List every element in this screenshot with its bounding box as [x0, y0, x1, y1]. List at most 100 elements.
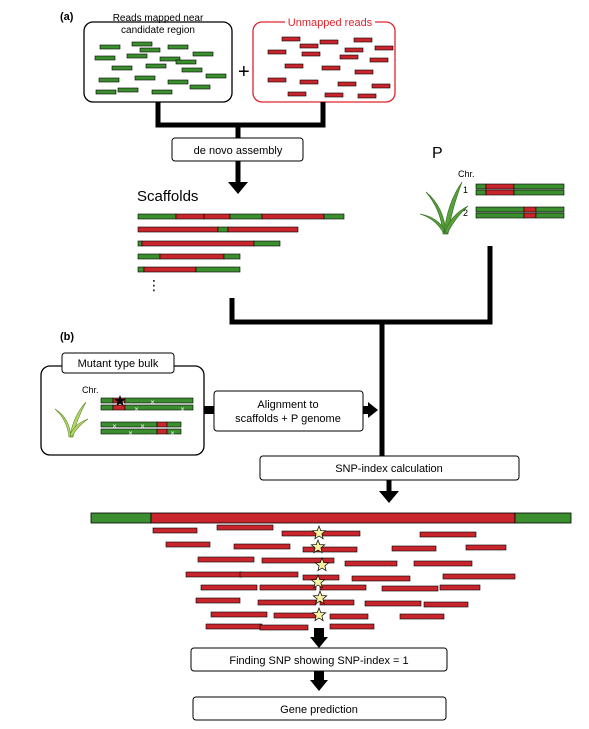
mutant-chromosome-segment — [166, 421, 182, 428]
unmapped-read — [344, 47, 364, 53]
alignment-step-line1: Alignment to — [257, 399, 318, 411]
scaffold-segment — [137, 253, 161, 260]
mutant-chromosome-segment — [100, 421, 158, 428]
unmapped-read — [267, 77, 287, 83]
bulk-to-alignment-connector — [204, 406, 216, 414]
parent-label: P — [432, 145, 443, 162]
unmapped-read — [299, 79, 319, 85]
aligned-read — [259, 624, 309, 631]
parent-chr2-label: 2 — [463, 208, 468, 218]
aligned-read — [197, 556, 255, 563]
mutation-star-icon — [114, 395, 126, 406]
panel-a-label: (a) — [60, 11, 74, 23]
snp-star-icon — [310, 539, 326, 554]
aligned-read — [423, 601, 469, 608]
parent-chromosome-segment — [535, 212, 565, 219]
unmapped-read — [301, 51, 321, 57]
unmapped-reads-cluster — [267, 36, 394, 99]
scaffold-segment — [141, 240, 255, 247]
snp-marker-icon: × — [170, 430, 175, 437]
unmapped-read — [287, 91, 307, 97]
aligned-read — [442, 573, 516, 580]
parent-chromosome-segment — [475, 183, 487, 190]
mapped-read — [192, 51, 214, 57]
mapped-read — [126, 53, 148, 59]
alignment-arrow-head — [368, 402, 378, 418]
parent-chromosome-segment — [513, 189, 565, 196]
mapped-read — [145, 63, 167, 69]
gene-arrow-shaft — [314, 671, 324, 681]
aligned-read — [351, 575, 411, 582]
unmapped-read — [353, 37, 373, 43]
alignment-step-line2: scaffolds + P genome — [235, 413, 341, 425]
scaffold-segment — [217, 226, 229, 233]
join-connector — [229, 246, 493, 456]
aligned-read — [439, 584, 481, 591]
mutant-chromosome-segment — [100, 404, 114, 411]
mutant-chromosomes: ×××××××× — [100, 395, 194, 437]
snp-star-icon — [312, 590, 328, 605]
panel-b-label: (b) — [60, 331, 74, 343]
aligned-read — [329, 613, 369, 620]
mapped-read — [181, 67, 203, 73]
parent-chromosome-segment — [475, 189, 487, 196]
finding-step-label: Finding SNP showing SNP-index = 1 — [229, 655, 408, 667]
scaffold-segment — [323, 213, 345, 220]
mapped-read — [111, 65, 133, 71]
mapped-read — [99, 44, 121, 50]
mapped-read — [117, 87, 139, 93]
aligned-read — [216, 524, 274, 531]
unmapped-read — [299, 43, 319, 49]
parent-chromosome-segment — [523, 212, 537, 219]
snp-marker-icon: × — [112, 423, 117, 430]
aligned-read — [364, 600, 422, 607]
unmapped-read — [371, 83, 391, 89]
mapped-read — [167, 79, 189, 85]
aligned-read — [465, 544, 507, 551]
mutant-plant-icon — [54, 401, 89, 438]
parent-chromosome-segment — [475, 212, 525, 219]
snp-star-icon — [311, 607, 327, 622]
alignment-arrow-shaft — [363, 406, 369, 414]
aligned-read — [261, 557, 335, 564]
alignment-step-box — [213, 390, 364, 432]
aligned-read — [165, 541, 211, 548]
parent-chromosomes — [475, 183, 565, 219]
aligned-read — [302, 574, 340, 581]
mapped-read — [189, 84, 211, 90]
aligned-read — [185, 571, 243, 578]
scaffold-segment — [137, 226, 219, 233]
mapped-read — [94, 55, 116, 61]
aligned-read — [195, 597, 241, 604]
scaffold-segment — [137, 213, 177, 220]
snp-marker-icon: × — [150, 399, 155, 406]
mapped-reads-cluster — [94, 41, 227, 95]
parent-chr-label: Chr. — [458, 169, 475, 179]
gene-prediction-step-box — [192, 696, 447, 721]
mapped-read — [134, 75, 156, 81]
parent-chromosome-segment — [513, 183, 565, 190]
scaffold-segment — [253, 240, 281, 247]
reference-chromosome-bar — [90, 512, 572, 524]
mapped-read — [98, 77, 120, 83]
scaffold-segment — [137, 240, 143, 247]
snp-marker-icon: × — [140, 423, 145, 430]
aligned-read — [399, 613, 445, 620]
mapped-read — [205, 73, 227, 79]
plus-sign: + — [238, 61, 250, 83]
scaffolds-ellipsis: ⋮ — [147, 277, 161, 293]
mapped-read — [139, 47, 161, 53]
parent-chromosome-segment — [485, 189, 515, 196]
gene-arrow-head — [310, 680, 328, 691]
merge-connector — [155, 102, 326, 138]
unmapped-read — [339, 54, 359, 60]
scaffold-segment — [229, 213, 263, 220]
mapped-read — [175, 59, 197, 65]
aligned-read — [233, 543, 291, 550]
unmapped-read — [357, 93, 377, 99]
aligned-read — [319, 599, 355, 606]
scaffold-segment — [175, 213, 205, 220]
aligned-read — [152, 527, 198, 534]
unmapped-read — [369, 57, 389, 63]
